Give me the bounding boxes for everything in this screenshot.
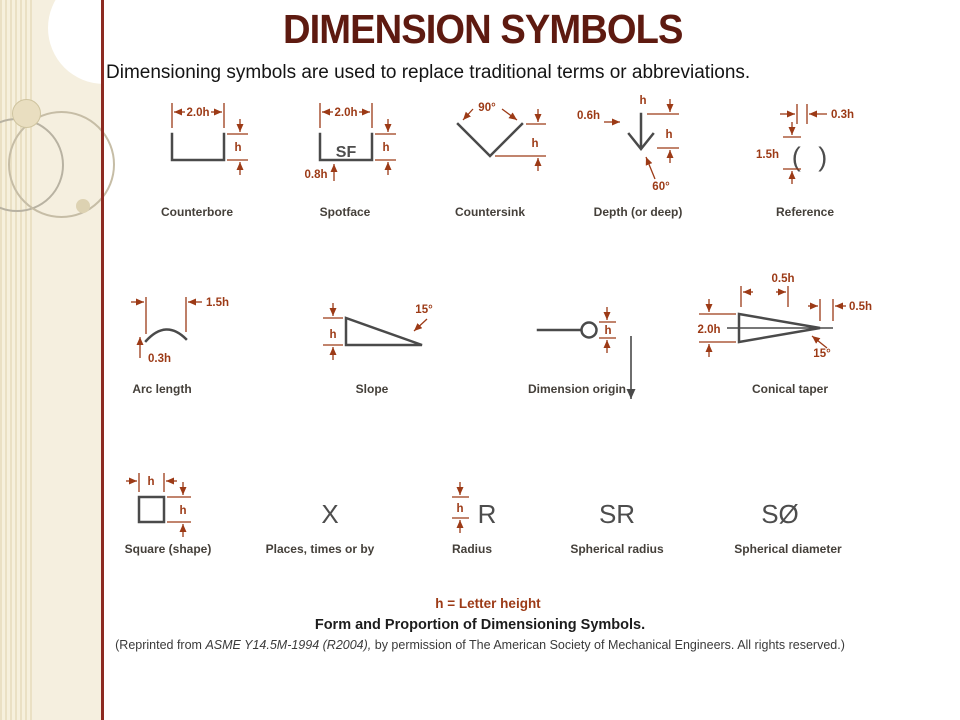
sidebar-decorative-circle-small — [12, 99, 41, 128]
spherical-diameter-label: Spherical diameter — [734, 542, 842, 556]
sidebar-decorative-circle-large — [8, 111, 115, 218]
depth-label: Depth (or deep) — [594, 205, 683, 219]
spherical-diameter-symbol: SØ Spherical diameter — [734, 499, 842, 556]
page-title: DIMENSION SYMBOLS — [283, 6, 683, 52]
spotface-height-dim: h — [382, 142, 389, 154]
depth-glyph-arrowhead — [627, 132, 655, 152]
arrow-line — [413, 318, 428, 332]
counterbore-glyph — [170, 132, 226, 162]
arc-length-symbol: 1.5h 0.3h Arc length — [131, 297, 229, 396]
slide-subtitle: Dimensioning symbols are used to replace… — [106, 62, 751, 83]
radius-label: Radius — [452, 542, 492, 556]
spotface-symbol: SF 2.0h h 0.8h Spotface — [304, 103, 396, 219]
arrow-line — [811, 335, 828, 349]
conical-taper-symbol: 0.5h 2.0h 0.5h 15° Conical taper — [697, 273, 872, 396]
countersink-symbol: 90° h Countersink — [455, 102, 546, 219]
spotface-label: Spotface — [320, 205, 371, 219]
counterbore-width-dim: 2.0h — [186, 107, 209, 119]
square-width-dim: h — [147, 476, 154, 488]
places-label: Places, times or by — [266, 542, 375, 556]
spotface-sf-letters: SF — [336, 144, 357, 161]
reference-height-dim: 1.5h — [756, 149, 779, 161]
spotface-letter-dim: 0.8h — [304, 169, 327, 181]
countersink-label: Countersink — [455, 205, 525, 219]
counterbore-depth-dim: h — [234, 142, 241, 154]
slope-glyph — [344, 316, 423, 347]
square-height-dim: h — [179, 505, 186, 517]
square-label: Square (shape) — [125, 542, 212, 556]
figure-caption: Form and Proportion of Dimensioning Symb… — [314, 617, 646, 633]
reference-parentheses-glyph: ( ) — [792, 142, 832, 172]
square-symbol: h h Square (shape) — [125, 473, 212, 556]
credit-suffix: by permission of The American Society of… — [371, 638, 845, 652]
sidebar-decorative-circle-tiny — [76, 199, 90, 213]
spotface-width-dim: 2.0h — [334, 107, 357, 119]
places-symbol: X Places, times or by — [266, 499, 375, 556]
origin-circle-glyph — [580, 321, 598, 339]
arc-glyph — [144, 328, 188, 343]
credit-prefix: (Reprinted from — [115, 638, 206, 652]
radius-r-glyph: R — [478, 499, 497, 529]
arrow-line — [501, 108, 518, 121]
countersink-glyph — [456, 122, 524, 158]
slope-label: Slope — [356, 382, 389, 396]
countersink-angle-dim: 90° — [478, 102, 496, 114]
places-x-glyph: X — [321, 499, 338, 529]
reference-gap-dim: 0.3h — [831, 109, 854, 121]
dimension-origin-symbol: h Dimension origin — [528, 307, 636, 399]
radius-symbol: h R Radius — [452, 482, 496, 556]
depth-top-dim: h — [639, 95, 646, 107]
counterbore-label: Counterbore — [161, 205, 233, 219]
spherical-radius-glyph: SR — [599, 499, 635, 529]
slope-angle-dim: 15° — [415, 304, 433, 316]
spotface-glyph — [318, 132, 374, 162]
depth-height-dim: h — [665, 129, 672, 141]
arrow-line — [645, 156, 656, 180]
credit-source: ASME Y14.5M-1994 (R2004), — [205, 638, 372, 652]
reference-label: Reference — [776, 205, 834, 219]
depth-angle-dim: 60° — [652, 181, 670, 193]
taper-tip-dim: 0.5h — [849, 301, 872, 313]
square-glyph — [137, 495, 166, 524]
radius-height-dim: h — [456, 503, 463, 515]
spherical-radius-label: Spherical radius — [570, 542, 664, 556]
conical-taper-label: Conical taper — [752, 382, 828, 396]
origin-height-dim: h — [604, 325, 611, 337]
taper-base-dim: 2.0h — [697, 324, 720, 336]
taper-angle-dim: 15° — [813, 348, 831, 360]
counterbore-symbol: 2.0h h Counterbore — [161, 103, 248, 219]
figure-credit: (Reprinted from ASME Y14.5M-1994 (R2004)… — [0, 638, 960, 652]
reference-symbol: ( ) 0.3h 1.5h Reference — [756, 104, 854, 219]
countersink-depth-dim: h — [531, 138, 538, 150]
spherical-diameter-glyph: SØ — [761, 499, 799, 529]
arrow-line — [462, 108, 474, 121]
sidebar-red-divider-line — [101, 0, 104, 720]
arc-rise-dim: 0.3h — [148, 353, 171, 365]
depth-symbol: h 0.6h h 60° Depth (or deep) — [577, 95, 682, 219]
taper-top-dim: 0.5h — [771, 273, 794, 285]
slope-height-dim: h — [329, 329, 336, 341]
depth-left-dim: 0.6h — [577, 110, 600, 122]
arc-length-label: Arc length — [132, 382, 191, 396]
letter-height-note: h = Letter height — [435, 596, 541, 611]
title-container: DIMENSION SYMBOLS — [103, 6, 863, 53]
taper-cone-glyph — [737, 312, 821, 344]
dimension-origin-label: Dimension origin — [528, 382, 626, 396]
arc-width-dim: 1.5h — [206, 297, 229, 309]
slope-symbol: h 15° Slope — [323, 303, 433, 396]
spherical-radius-symbol: SR Spherical radius — [570, 499, 664, 556]
